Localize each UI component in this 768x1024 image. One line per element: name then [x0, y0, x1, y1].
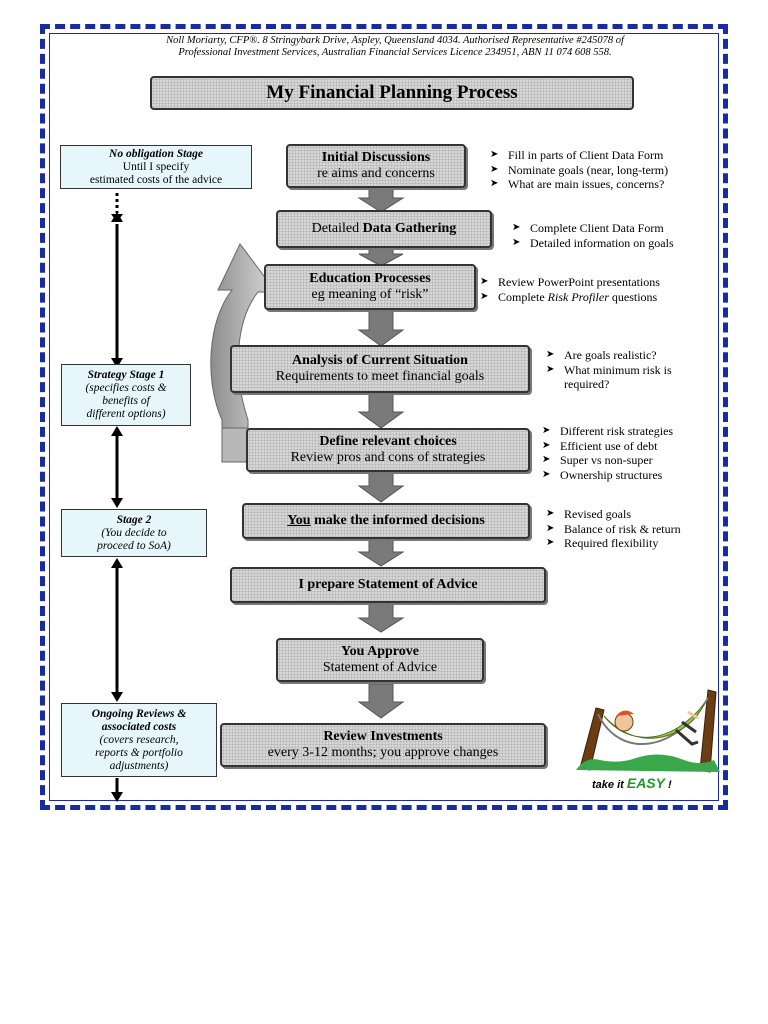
dashed-page-border	[40, 24, 728, 810]
diagram-title: My Financial Planning Process	[150, 76, 634, 110]
arrowhead-bullet-icon: ➤	[542, 425, 551, 436]
list-item: ➤Super vs non-super	[542, 453, 653, 467]
list-item: ➤Ownership structures	[542, 467, 663, 482]
list-item: ➤Are goals realistic?	[546, 348, 657, 362]
arrowhead-bullet-icon: ➤	[542, 468, 551, 480]
step-define-choices: Define relevant choices Review pros and …	[246, 428, 530, 472]
arrowhead-bullet-icon: ➤	[546, 508, 555, 519]
list-item: ➤Fill in parts of Client Data Form	[490, 148, 664, 162]
arrowhead-bullet-icon: ➤	[480, 276, 489, 287]
bullets-choices: ➤Different risk strategies ➤Efficient us…	[542, 424, 673, 482]
bullets-decisions: ➤Revised goals ➤Balance of risk & return…	[546, 507, 681, 551]
flow-arrow-6	[357, 539, 405, 567]
arrowhead-bullet-icon: ➤	[512, 236, 521, 248]
bullets-education: ➤Review PowerPoint presentations ➤Comple…	[480, 275, 660, 304]
arrowhead-bullet-icon: ➤	[546, 537, 555, 548]
flow-arrow-8	[357, 683, 405, 719]
flow-arrow-4	[357, 393, 405, 429]
list-item: ➤Complete Client Data Form	[512, 221, 664, 235]
header-line-2: Professional Investment Services, Austra…	[178, 47, 612, 58]
flow-arrow-2	[358, 247, 404, 267]
step-education-processes: Education Processes eg meaning of “risk”	[264, 264, 476, 310]
header-line-1: Noll Moriarty, CFP®. 8 Stringybark Drive…	[166, 35, 624, 46]
arrowhead-bullet-icon: ➤	[546, 363, 555, 375]
list-item: ➤Nominate goals (near, long-term)	[490, 162, 669, 177]
flow-arrow-5	[357, 471, 405, 503]
arrowhead-bullet-icon: ➤	[490, 163, 499, 175]
list-item: ➤Different risk strategies	[542, 424, 674, 438]
step-analysis-current-situation: Analysis of Current Situation Requiremen…	[230, 345, 530, 393]
list-item: ➤Efficient use of debt	[542, 438, 658, 453]
bullets-gathering: ➤Complete Client Data Form ➤Detailed inf…	[512, 221, 674, 250]
list-item: ➤Required flexibility	[546, 536, 659, 550]
arrowhead-bullet-icon: ➤	[546, 522, 555, 534]
take-it-easy-caption: take it EASY !	[592, 775, 672, 791]
bullets-analysis: ➤Are goals realistic? ➤What minimum risk…	[546, 348, 672, 392]
arrowhead-bullet-icon: ➤	[512, 222, 521, 233]
step-review-investments: Review Investments every 3-12 months; yo…	[220, 723, 546, 767]
bullets-initial: ➤Fill in parts of Client Data Form ➤Nomi…	[490, 148, 668, 192]
step-you-approve: You Approve Statement of Advice	[276, 638, 484, 682]
stage-2: Stage 2 (You decide to proceed to SoA)	[61, 509, 207, 557]
arrowhead-bullet-icon: ➤	[490, 178, 499, 189]
list-item: ➤Detailed information on goals	[512, 235, 674, 250]
step-initial-discussions: Initial Discussions re aims and concerns	[286, 144, 466, 188]
arrowhead-bullet-icon: ➤	[480, 290, 489, 302]
step-data-gathering: Detailed Data Gathering	[276, 210, 492, 248]
flow-arrow-7	[357, 603, 405, 633]
flow-arrow-1	[357, 187, 405, 213]
arrowhead-bullet-icon: ➤	[542, 439, 551, 451]
arrowhead-bullet-icon: ➤	[542, 454, 551, 465]
flow-arrows	[357, 187, 405, 719]
header-address: Noll Moriarty, CFP®. 8 Stringybark Drive…	[80, 35, 710, 59]
step-prepare-soa: I prepare Statement of Advice	[230, 567, 546, 603]
arrowhead-bullet-icon: ➤	[490, 149, 499, 160]
step-informed-decisions: You make the informed decisions	[242, 503, 530, 539]
flow-arrow-3	[357, 309, 405, 347]
list-item: ➤Revised goals	[546, 507, 631, 521]
arrowhead-bullet-icon: ➤	[546, 349, 555, 360]
list-item: ➤Balance of risk & return	[546, 521, 681, 536]
list-item: required?	[564, 377, 610, 391]
list-item: ➤What are main issues, concerns?	[490, 177, 665, 191]
hammock-cartoon	[576, 689, 720, 773]
list-item: ➤What minimum risk is	[546, 362, 672, 377]
timeline-arrowheads	[111, 212, 123, 802]
stage-ongoing-reviews: Ongoing Reviews & associated costs (cove…	[61, 703, 217, 777]
list-item: ➤Complete Risk Profiler questions	[480, 289, 658, 304]
stage-no-obligation: No obligation Stage Until I specify esti…	[60, 145, 252, 189]
list-item: ➤Review PowerPoint presentations	[480, 275, 660, 289]
stage-strategy-1: Strategy Stage 1 (specifies costs & bene…	[61, 364, 191, 426]
